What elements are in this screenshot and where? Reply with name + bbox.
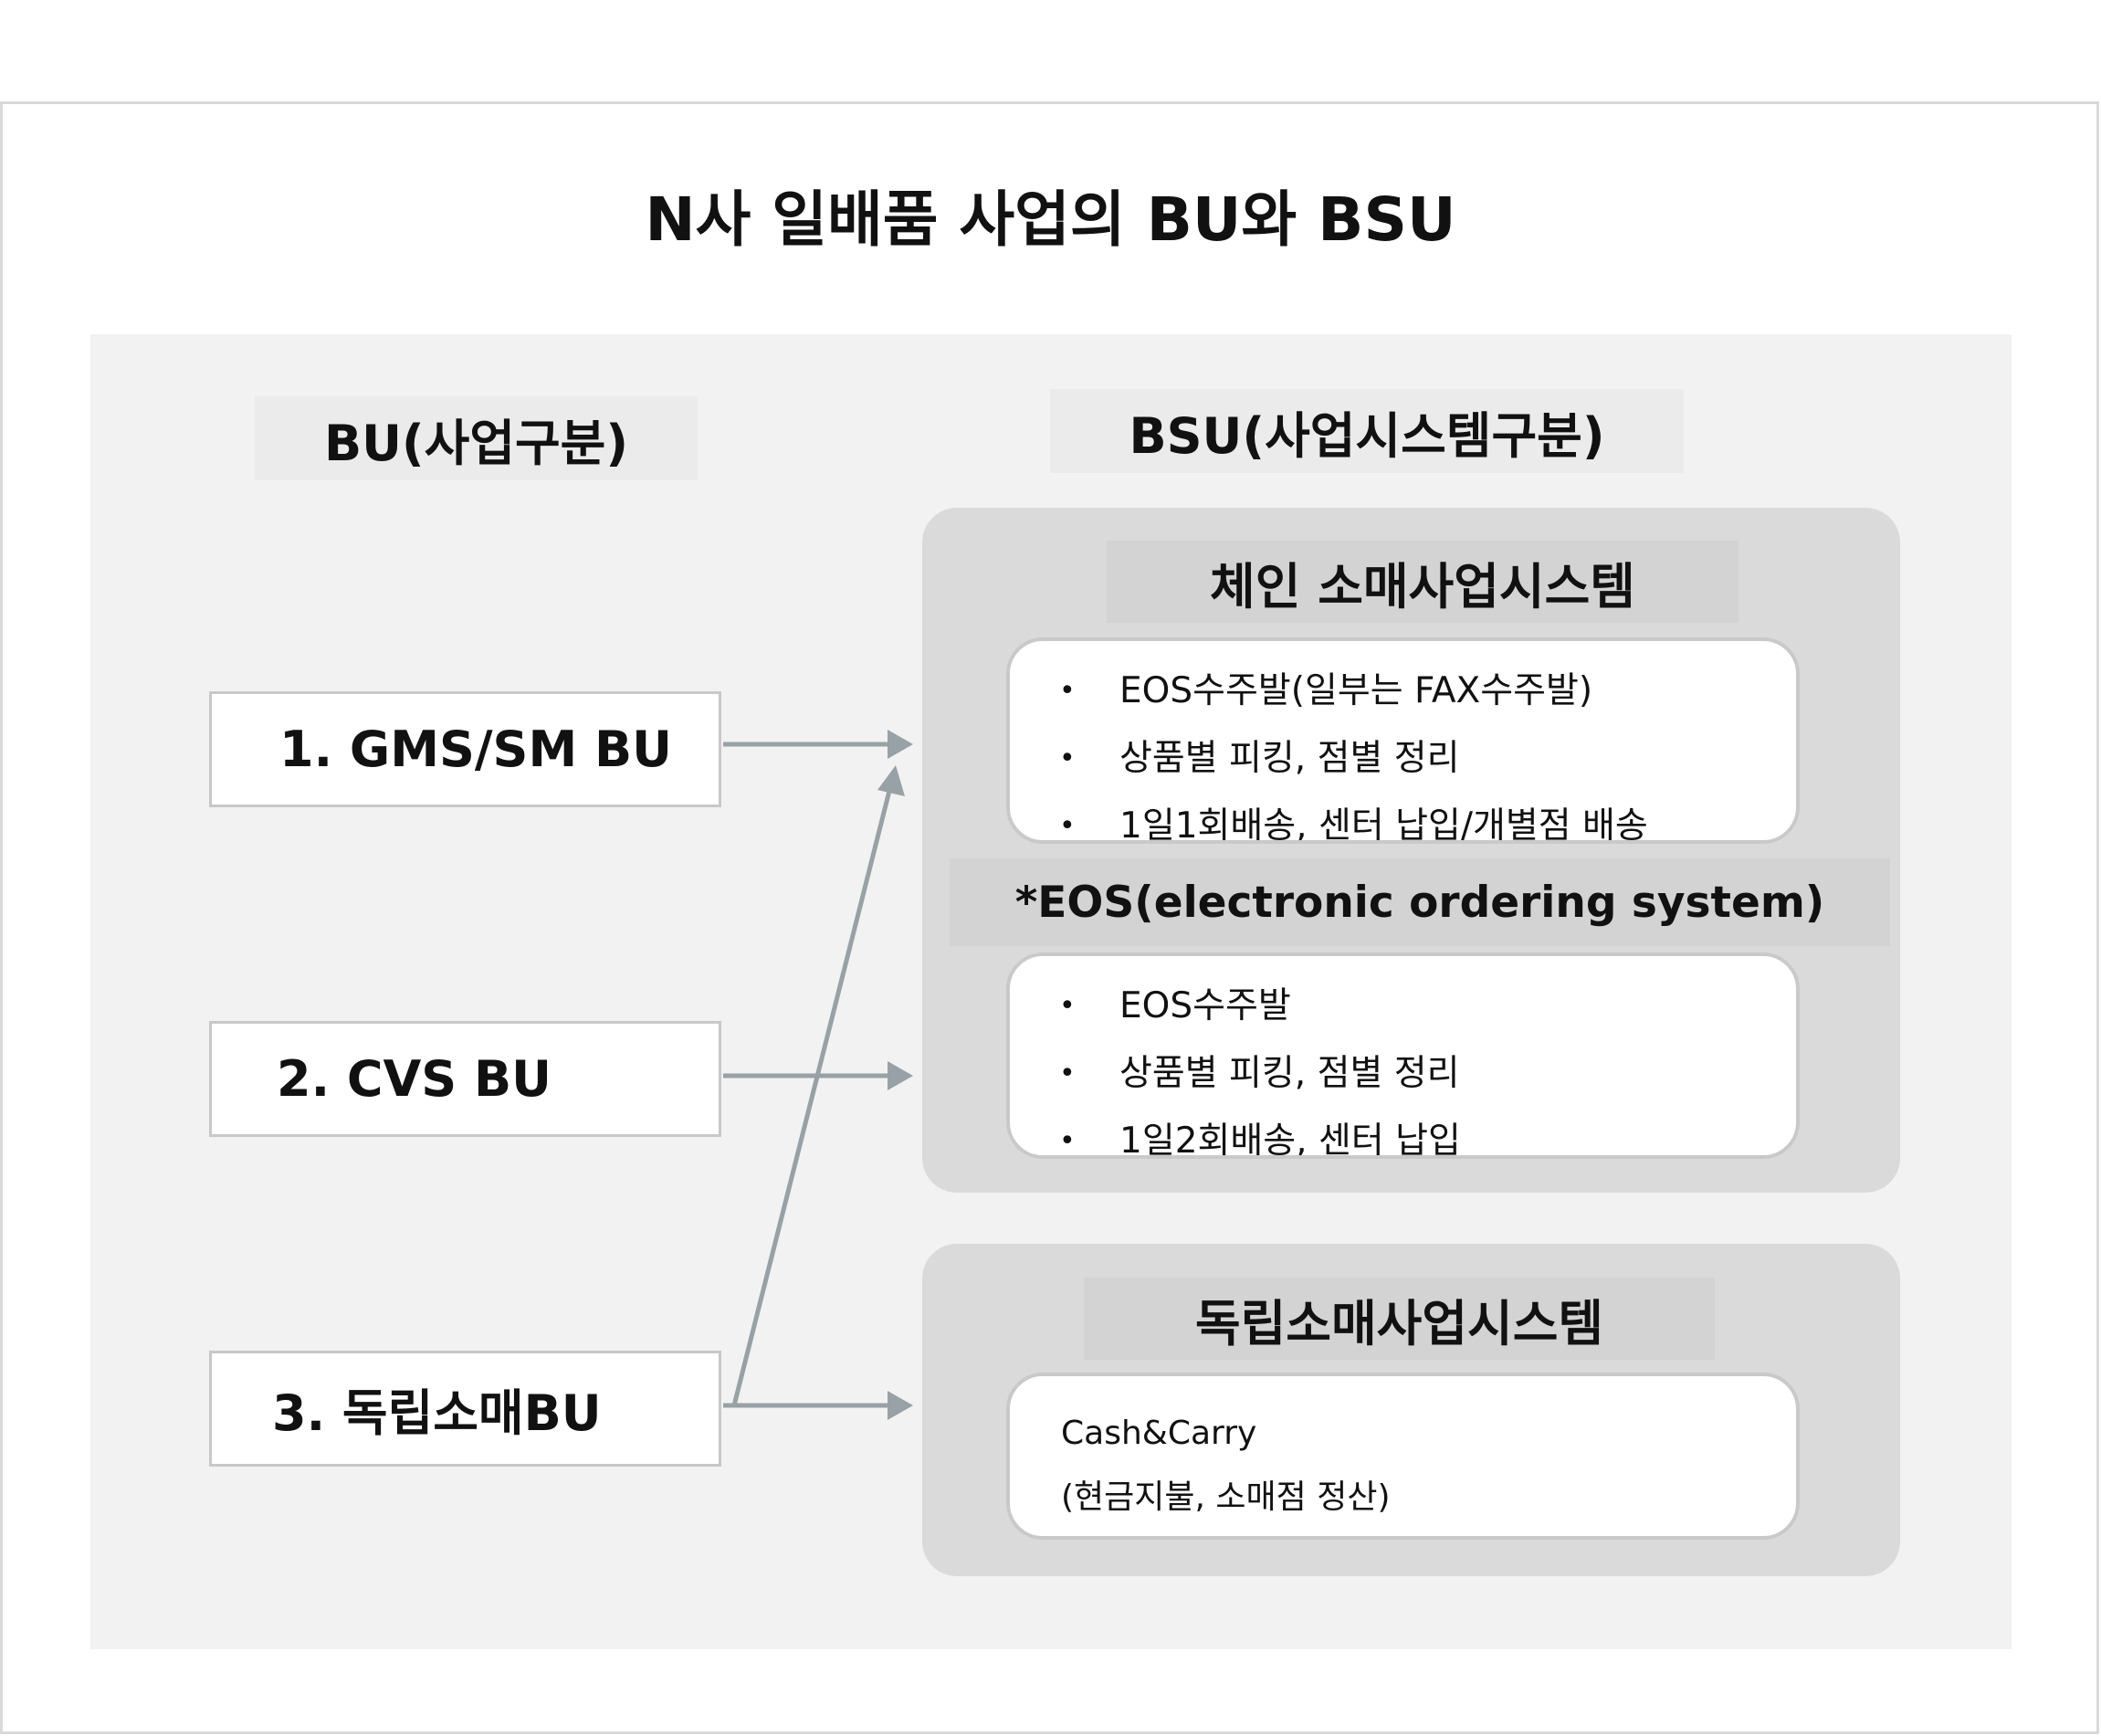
bsu-column-header: BSU(사업시스템구분)	[1050, 389, 1684, 473]
list-item-text: 상품별 피킹, 점별 정리	[1119, 738, 1460, 779]
chain-system-box-2: • EOS수주발 • 상품별 피킹, 점별 정리 • 1일2회배송, 센터 납입	[1006, 952, 1800, 1159]
arrowhead-icon	[888, 1391, 913, 1420]
diagram-title: N사 일배품 사업의 BU와 BSU	[645, 184, 1456, 255]
bu-box-cvs: 2. CVS BU	[209, 1021, 721, 1137]
bullet-icon: •	[1059, 1125, 1076, 1157]
arrow-independent-to-chain	[731, 765, 905, 1406]
bullet-icon: •	[1059, 675, 1076, 707]
bullet-icon: •	[1059, 742, 1076, 774]
list-item: • 상품별 피킹, 점별 정리	[1010, 729, 1796, 796]
list-item-text: 1일1회배송, 센터 납입/개별점 배송	[1119, 805, 1648, 844]
list-item-text: EOS수주발(일부는 FAX수주발)	[1119, 670, 1593, 711]
independent-system-box: Cash&Carry (현금지불, 소매점 정산)	[1006, 1373, 1800, 1540]
bu-column-header: BU(사업구분)	[255, 396, 698, 480]
list-item: • 1일1회배송, 센터 납입/개별점 배송	[1010, 796, 1796, 844]
arrowhead-icon	[877, 765, 905, 796]
arrow-independent-to-independent-system	[723, 1391, 913, 1420]
eos-note: *EOS(electronic ordering system)	[950, 858, 1890, 946]
bu-box-independent-retail: 3. 독립소매BU	[209, 1351, 721, 1467]
arrowhead-icon	[888, 1061, 913, 1090]
independent-retail-system-title: 독립소매사업시스템	[1084, 1278, 1715, 1360]
list-item-text: EOS수주발	[1119, 985, 1291, 1026]
list-item-text: 상품별 피킹, 점별 정리	[1119, 1053, 1460, 1094]
bu-label-gms-sm: 1. GMS/SM BU	[279, 721, 672, 778]
list-item: • 1일2회배송, 센터 납입	[1010, 1111, 1796, 1159]
chain-retail-system-title: 체인 소매사업시스템	[1107, 541, 1739, 623]
bullet-icon: •	[1059, 1057, 1076, 1089]
bullet-icon: •	[1059, 810, 1076, 842]
bu-box-gms-sm: 1. GMS/SM BU	[209, 691, 721, 807]
bu-label-independent-retail: 3. 독립소매BU	[272, 1384, 602, 1442]
list-item: • 상품별 피킹, 점별 정리	[1010, 1044, 1796, 1111]
list-item-text: 1일2회배송, 센터 납입	[1119, 1121, 1461, 1159]
cash-carry-line: Cash&Carry	[1061, 1415, 1257, 1452]
list-item: • EOS수주발	[1010, 976, 1796, 1044]
arrow-gms-to-chain	[723, 730, 913, 759]
arrowhead-icon	[888, 730, 913, 759]
cash-payment-line: (현금지불, 소매점 정산)	[1061, 1478, 1391, 1516]
arrow-cvs-to-chain	[723, 1061, 913, 1090]
list-item: • EOS수주발(일부는 FAX수주발)	[1010, 661, 1796, 729]
chain-system-box-1: • EOS수주발(일부는 FAX수주발) • 상품별 피킹, 점별 정리 • 1일1회…	[1006, 637, 1800, 844]
bullet-icon: •	[1059, 990, 1076, 1022]
bu-label-cvs: 2. CVS BU	[277, 1050, 552, 1108]
